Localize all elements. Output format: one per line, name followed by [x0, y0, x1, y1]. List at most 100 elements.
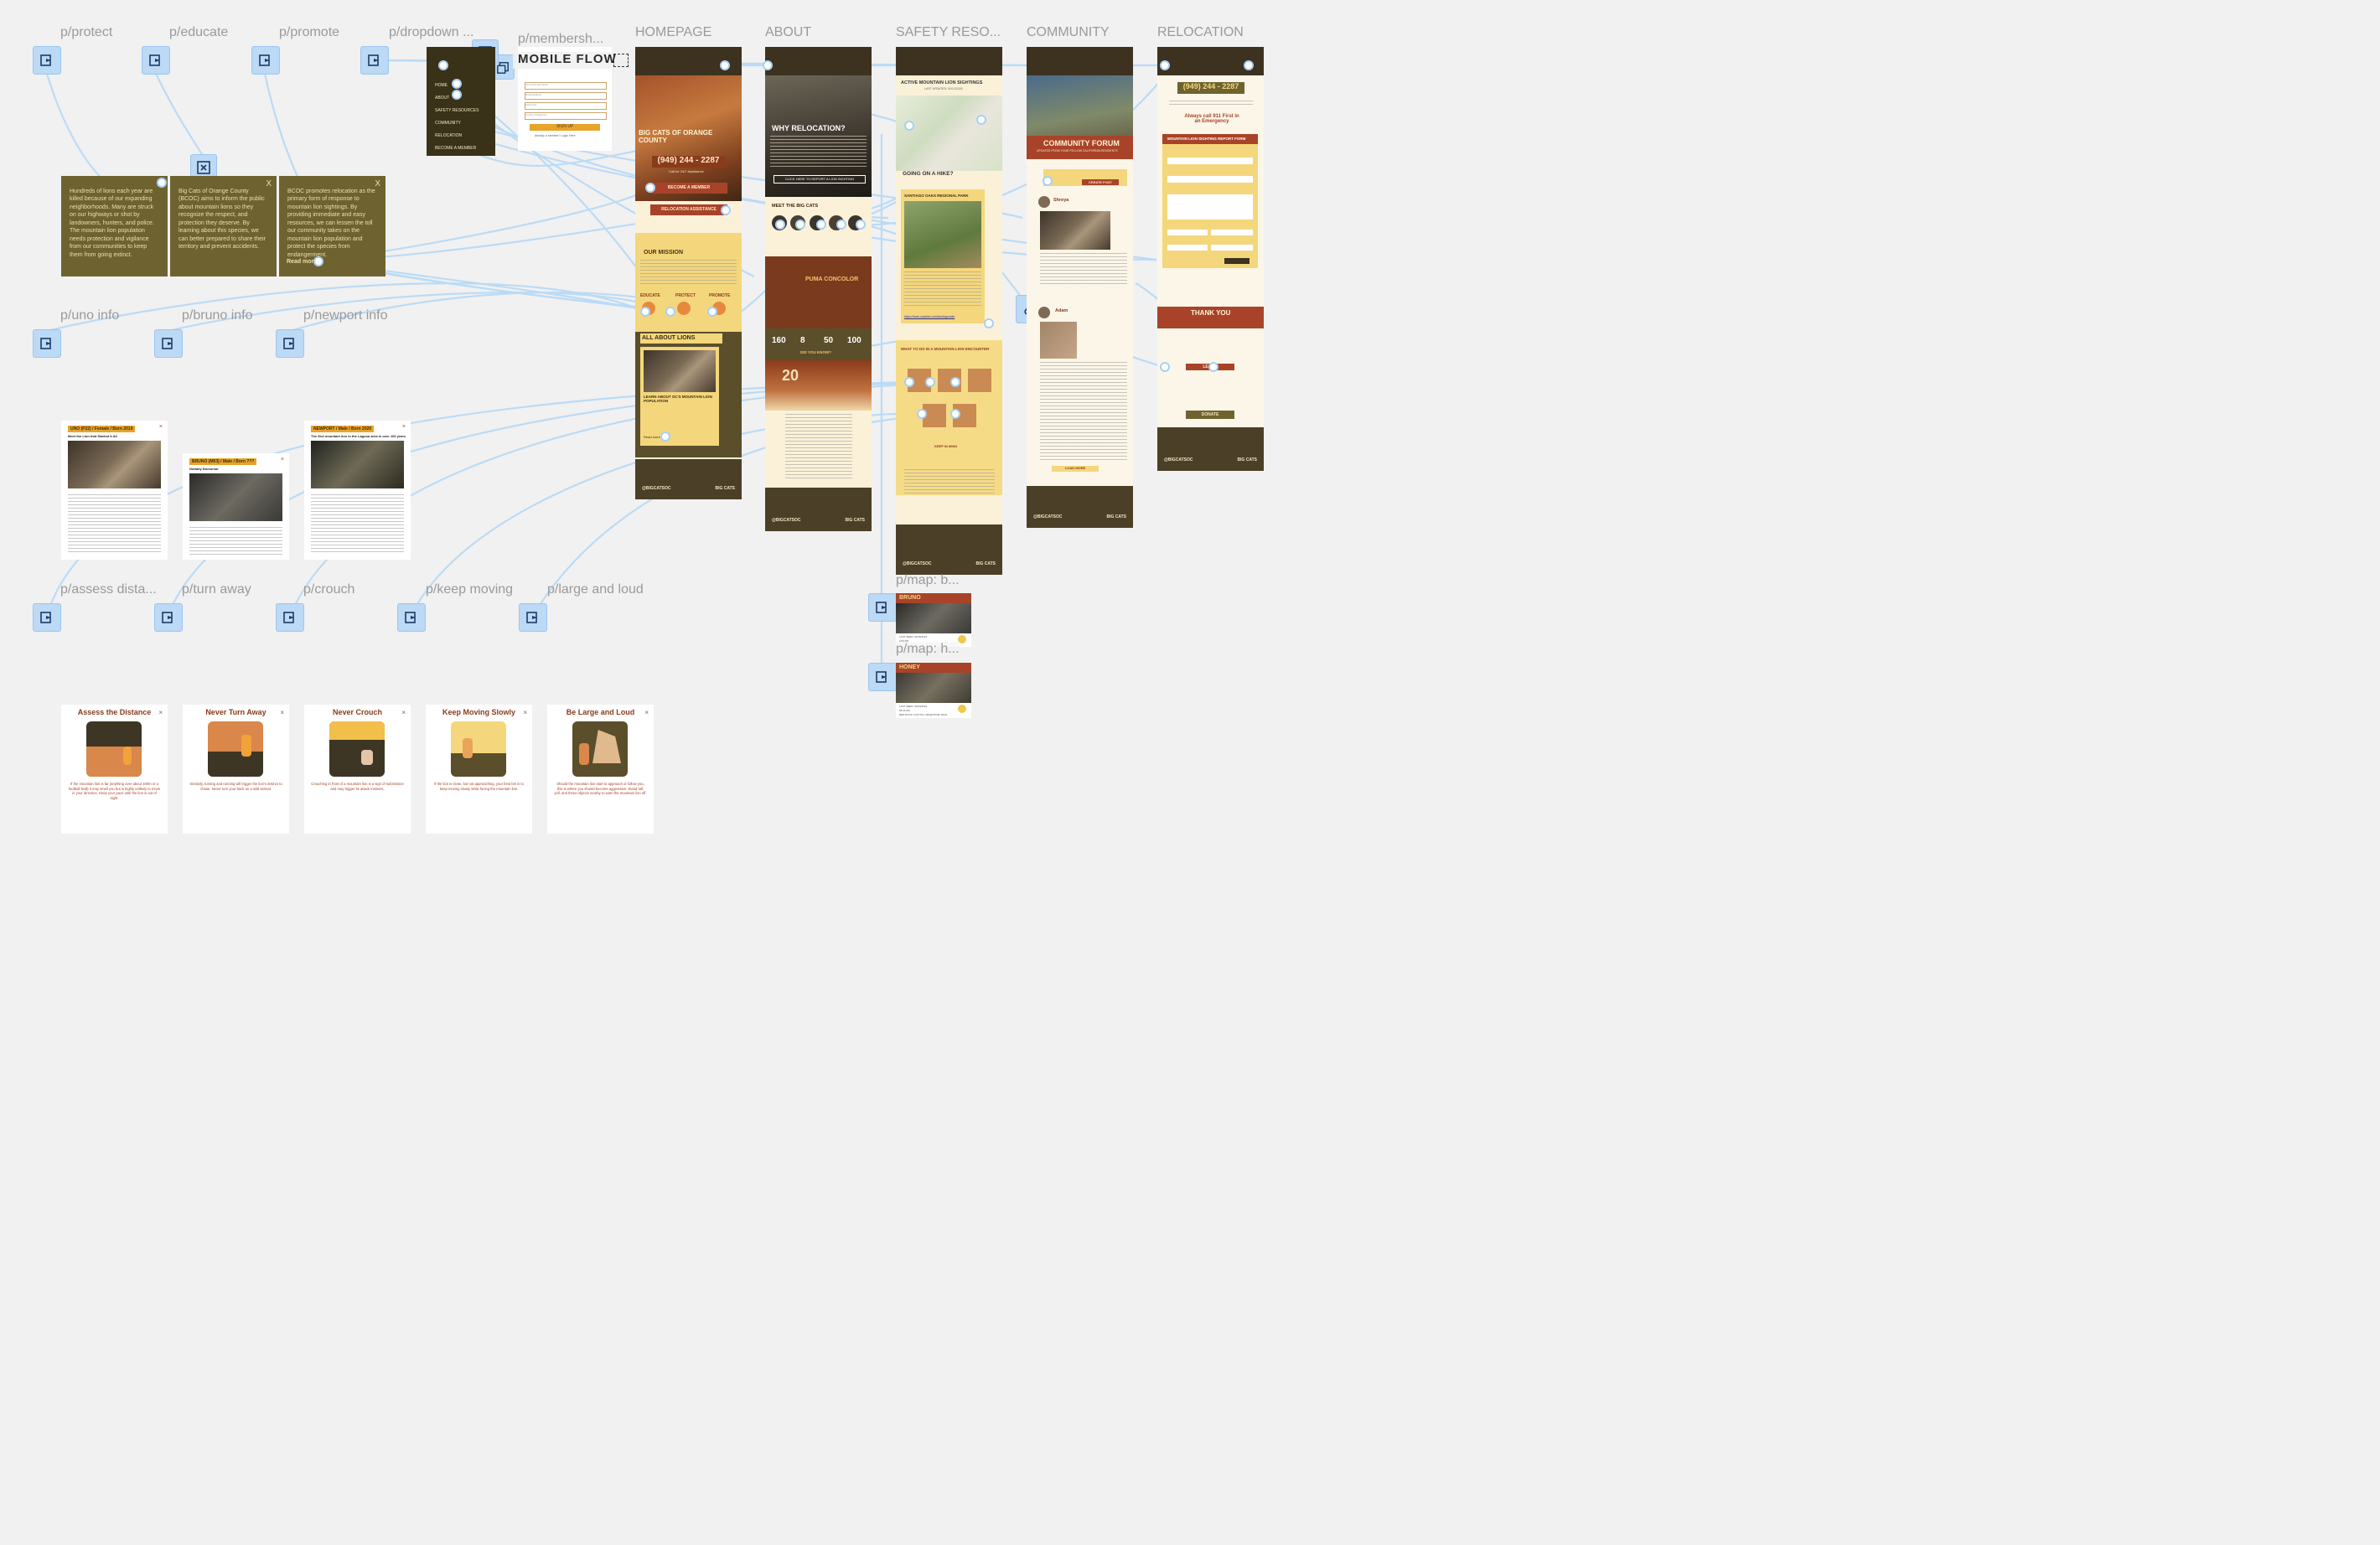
connection-node[interactable] — [904, 377, 914, 387]
connection-node[interactable] — [836, 220, 846, 230]
flow-start-promote-icon[interactable] — [251, 46, 280, 75]
flow-start-educate-icon[interactable] — [142, 46, 170, 75]
frame-select-icon[interactable] — [613, 54, 629, 67]
connection-node[interactable] — [925, 377, 935, 387]
connection-node[interactable] — [950, 377, 960, 387]
connection-node[interactable] — [438, 60, 448, 70]
protect-icon[interactable] — [677, 302, 691, 315]
flow-start-map-honey-icon[interactable] — [868, 663, 897, 691]
connection-node[interactable] — [763, 60, 773, 70]
sightings-map[interactable] — [896, 96, 1002, 171]
connection-node[interactable] — [795, 220, 805, 230]
flow-start-keep-moving-icon[interactable] — [397, 603, 426, 632]
submit-button[interactable] — [1224, 258, 1250, 264]
post-author[interactable]: Shreya — [1053, 198, 1069, 203]
close-icon[interactable]: × — [158, 709, 163, 716]
pillar-educate[interactable]: EDUCATE — [640, 293, 660, 298]
flow-start-large-loud-icon[interactable] — [519, 603, 547, 632]
location-field[interactable] — [1167, 158, 1253, 164]
flow-start-dropdown-icon[interactable] — [360, 46, 389, 75]
connection-node[interactable] — [976, 115, 986, 125]
close-icon[interactable]: × — [401, 709, 406, 716]
connection-node[interactable] — [645, 183, 655, 193]
connection-node[interactable] — [452, 79, 462, 89]
map-bruno-card[interactable]: BRUNO LAST SEEN: 04/15/2024 2:53 PM — [896, 593, 971, 647]
flow-start-bruno-icon[interactable] — [154, 329, 183, 358]
dropdown-item-home[interactable]: HOME — [435, 83, 448, 88]
connection-node[interactable] — [950, 409, 960, 419]
flow-start-uno-icon[interactable] — [33, 329, 61, 358]
connection-node[interactable] — [904, 121, 914, 131]
phone-number[interactable]: (949) 244 - 2287 — [1177, 82, 1244, 94]
become-member-button[interactable]: BECOME A MEMBER — [650, 183, 727, 194]
connection-node[interactable] — [917, 409, 927, 419]
close-icon[interactable]: × — [280, 457, 284, 462]
dropdown-item-community[interactable]: COMMUNITY — [435, 121, 461, 126]
name-field[interactable] — [1167, 230, 1208, 235]
post-author[interactable]: Adam — [1055, 308, 1068, 313]
phone-number[interactable]: (949) 244 - 2287 — [652, 156, 725, 168]
connection-node[interactable] — [1244, 60, 1254, 70]
sign-up-button[interactable]: SIGN UP — [530, 124, 600, 131]
close-icon[interactable]: X — [375, 179, 380, 189]
confirm-password-field[interactable]: Confirm Password — [525, 112, 607, 120]
email-field[interactable] — [1211, 245, 1253, 251]
name-field[interactable]: First and Last Name — [525, 82, 607, 90]
read-more-link[interactable]: Read more — [287, 259, 318, 265]
name-field[interactable] — [1211, 230, 1253, 235]
connection-node[interactable] — [157, 178, 167, 188]
close-icon[interactable]: × — [523, 709, 527, 716]
connection-node[interactable] — [721, 205, 731, 215]
connection-node[interactable] — [856, 220, 866, 230]
connection-node[interactable] — [720, 60, 730, 70]
connection-node[interactable] — [775, 220, 785, 230]
flow-start-map-bruno-icon[interactable] — [868, 593, 897, 622]
flow-start-newport-icon[interactable] — [276, 329, 304, 358]
avatar[interactable] — [1038, 196, 1050, 208]
dropdown-item-about[interactable]: ABOUT — [435, 96, 450, 101]
connection-node[interactable] — [707, 307, 717, 317]
dropdown-item-safety[interactable]: SAFETY RESOURCES — [435, 108, 479, 113]
load-more-button[interactable]: LOAD MORE — [1052, 466, 1099, 472]
connection-node[interactable] — [816, 220, 826, 230]
flow-start-crouch-icon[interactable] — [276, 603, 304, 632]
login-link[interactable]: Already a member? Login Here — [535, 134, 576, 137]
avatar[interactable] — [1038, 307, 1050, 318]
pillar-protect[interactable]: PROTECT — [675, 293, 696, 298]
donate-button[interactable]: DONATE — [1186, 411, 1234, 419]
dropdown-item-member[interactable]: BECOME A MEMBER — [435, 146, 477, 151]
connection-node[interactable] — [660, 431, 670, 442]
report-sighting-button[interactable]: CLICK HERE TO REPORT A LION SIGHTING — [774, 175, 866, 183]
tip-thumb[interactable] — [968, 369, 991, 392]
connection-node[interactable] — [1043, 176, 1053, 186]
connection-node[interactable] — [665, 307, 675, 317]
close-icon[interactable]: × — [644, 709, 649, 716]
connection-node[interactable] — [1160, 60, 1170, 70]
connection-node[interactable] — [640, 307, 650, 317]
connection-node[interactable] — [452, 90, 462, 100]
flow-start-assess-icon[interactable] — [33, 603, 61, 632]
dropdown-item-relocation[interactable]: RELOCATION — [435, 133, 463, 138]
pillar-promote[interactable]: PROMOTE — [709, 293, 731, 298]
close-icon[interactable]: × — [158, 424, 163, 430]
map-honey-card[interactable]: HONEY LAST SEEN: 04/04/2024 08:34 AM RED… — [896, 663, 971, 718]
connection-node[interactable] — [313, 256, 323, 266]
email-field[interactable]: Email Address — [525, 92, 607, 100]
relocation-assistance-button[interactable]: RELOCATION ASSISTANCE — [650, 204, 727, 215]
close-icon[interactable]: × — [401, 424, 406, 430]
password-field[interactable]: Password — [525, 102, 607, 110]
connection-node[interactable] — [1160, 362, 1170, 372]
close-icon[interactable]: × — [280, 709, 284, 716]
phone-field[interactable] — [1167, 245, 1208, 251]
details-field[interactable] — [1167, 194, 1253, 220]
create-post-button[interactable]: CREATE POST — [1082, 179, 1119, 185]
connection-node[interactable] — [984, 318, 994, 328]
read-more-link[interactable]: Read more — [644, 435, 660, 439]
flow-start-protect-icon[interactable] — [33, 46, 61, 75]
flow-start-turn-away-icon[interactable] — [154, 603, 183, 632]
date-field[interactable] — [1167, 176, 1253, 183]
close-icon[interactable]: X — [266, 179, 272, 189]
connection-node[interactable] — [1208, 362, 1218, 372]
park-link[interactable]: https://www.ocparks.com/santiagooaks — [904, 315, 955, 318]
